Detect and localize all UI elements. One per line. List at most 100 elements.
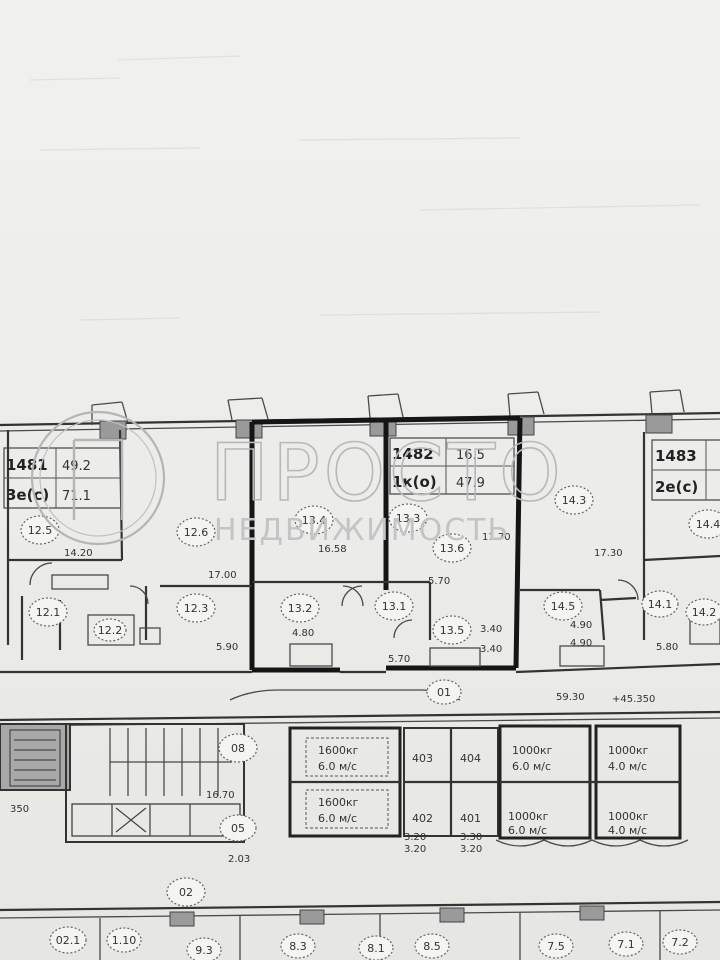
lift-d-load: 1000кг [608, 744, 649, 757]
lift-shafts [288, 724, 682, 840]
room-label: 1.10 [112, 934, 137, 947]
dimension-label: 350 [10, 804, 29, 815]
room-bubble [93, 618, 127, 642]
room-label: 8.3 [289, 940, 307, 953]
bathroom-fixtures [51, 574, 720, 667]
room-label: 01 [437, 686, 451, 699]
dimension-label: 3.20 [404, 844, 426, 855]
shaft-401: 401 [460, 812, 481, 825]
room-bubble [166, 877, 206, 907]
room-bubble [538, 933, 574, 959]
apartment-1481-total: 71.1 [62, 489, 91, 504]
partition-walls [20, 584, 637, 660]
dimension-label: 3.40 [480, 644, 502, 655]
room-label: 14.3 [562, 494, 587, 507]
lift-a-speed: 6.0 м/с [318, 760, 357, 773]
dimension-label: 5.90 [216, 642, 238, 653]
lift-labels: 1600кг 6.0 м/с 1600кг 6.0 м/с 1000кг 6.0… [318, 744, 649, 837]
apartment-1482: 1482 16.5 1к(о) 47.9 [249, 415, 523, 673]
room-label: 12.3 [184, 602, 209, 615]
stair-core [0, 723, 245, 843]
room-label: 02 [179, 886, 193, 899]
lift-f-speed: 4.0 м/с [608, 824, 647, 837]
room-bubble [688, 509, 720, 539]
room-label: 13.2 [288, 602, 313, 615]
room-label: 13.6 [440, 542, 465, 555]
room-bubble [432, 615, 472, 645]
dimension-label: 14.20 [64, 548, 93, 559]
room-bubble [641, 590, 679, 618]
room-bubble [608, 931, 644, 957]
room-bubble [294, 505, 334, 535]
dimension-label: 16.58 [318, 544, 347, 555]
room-bubble [426, 679, 462, 705]
room-label: 12.5 [28, 524, 53, 537]
dimension-label: 3.30 [460, 832, 482, 843]
room-bubble [414, 933, 450, 959]
shaft-labels: 403 404 402 401 [412, 752, 481, 825]
room-label: 05 [231, 822, 245, 835]
dimension-label: 3.20 [404, 832, 426, 843]
room-label: 12.6 [184, 526, 209, 539]
room-label: 9.3 [195, 944, 213, 957]
dimension-label: 5.70 [428, 576, 450, 587]
window-bays [91, 389, 685, 425]
watermark-line2: НЕДВИЖИМОСТЬ [214, 513, 510, 548]
apartment-1482-type: 1к(о) [392, 473, 437, 491]
lift-d-speed: 4.0 м/с [608, 760, 647, 773]
dimension-label: 4.90 [570, 638, 592, 649]
room-label: 08 [231, 742, 245, 755]
dimension-label: 17.30 [594, 548, 623, 559]
room-bubble [176, 593, 216, 623]
room-bubble [218, 733, 258, 763]
apartment-1482-living: 16.5 [456, 448, 485, 463]
lift-a-load: 1600кг [318, 744, 359, 757]
apartment-1483-number: 1483 [655, 447, 697, 465]
dimension-label: 17.00 [208, 570, 237, 581]
lower-strip [0, 900, 720, 960]
room-label: 7.1 [617, 938, 635, 951]
room-label: 7.2 [671, 936, 689, 949]
room-bubble [685, 598, 720, 626]
room-bubble [662, 929, 698, 955]
apartment-1483: 1483 2е(с) [642, 432, 720, 640]
lift-f-load: 1000кг [608, 810, 649, 823]
dimension-label: 2.03 [228, 854, 250, 865]
room-bubble [49, 926, 87, 954]
dimension-label: 59.30 [556, 692, 585, 703]
shaft-402: 402 [412, 812, 433, 825]
room-label: 14.1 [648, 598, 673, 611]
apartment-1483-type: 2е(с) [655, 478, 698, 496]
dimension-label: 3.20 [460, 844, 482, 855]
room-label: 8.5 [423, 940, 441, 953]
room-label: 13.4 [302, 514, 327, 527]
room-bubble [186, 937, 222, 960]
room-label: 02.1 [56, 934, 81, 947]
dimension-label: 5.70 [388, 654, 410, 665]
apartment-1481: 1481 49.2 3е(с) 71.1 [3, 429, 124, 645]
lift-e-speed: 6.0 м/с [508, 824, 547, 837]
dimension-label: +45.350 [612, 694, 655, 705]
watermark-line1: ПРОСТО [210, 429, 565, 519]
room-label: 8.1 [367, 942, 385, 955]
room-label: 13.1 [382, 600, 407, 613]
dimension-label: 4.90 [570, 620, 592, 631]
shaft-403: 403 [412, 752, 433, 765]
door-arcs [29, 562, 639, 639]
dimension-label: 5.80 [656, 642, 678, 653]
room-label: 7.5 [547, 940, 565, 953]
room-bubble [106, 927, 142, 953]
corridor-arc [229, 689, 461, 701]
apartment-1482-number: 1482 [392, 445, 434, 463]
lift-e-load: 1000кг [508, 810, 549, 823]
core-bottom-wave [495, 839, 689, 847]
room-bubble [554, 485, 594, 515]
lift-b-speed: 6.0 м/с [318, 812, 357, 825]
dimension-label: 4.80 [292, 628, 314, 639]
room-label: 12.2 [98, 624, 123, 637]
room-label: 12.1 [36, 606, 61, 619]
